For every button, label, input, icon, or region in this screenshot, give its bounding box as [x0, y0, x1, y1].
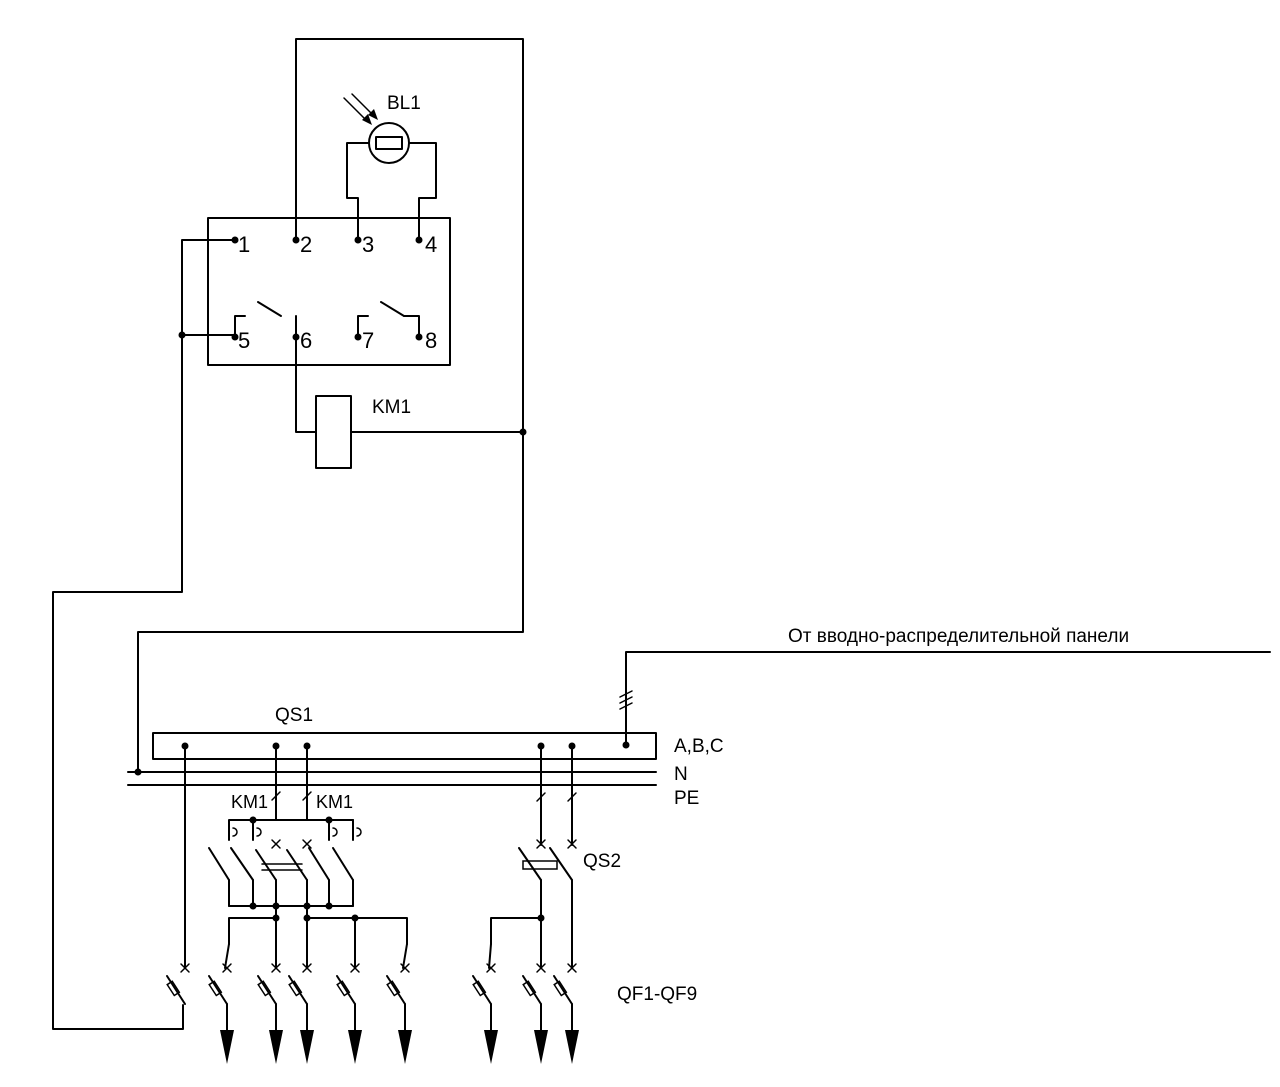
breaker-trip-element [386, 980, 401, 997]
breaker-terminal-mark [222, 963, 232, 973]
feeder-arrow [565, 1030, 579, 1064]
switch-secondary-label: QS2 [583, 851, 621, 872]
terminal-6-label: 6 [300, 328, 312, 353]
sensor-label: BL1 [387, 93, 421, 114]
terminal-2-label: 2 [300, 232, 312, 257]
breaker-trip-element [288, 980, 303, 997]
feeder-arrow [348, 1030, 362, 1064]
relay-contacts [231, 301, 423, 341]
terminal-7-label: 7 [362, 328, 374, 353]
terminal-5-label: 5 [238, 328, 250, 353]
breaker-terminal-mark [302, 963, 312, 973]
breaker-trip-element [522, 980, 537, 997]
terminal-dots-top [231, 236, 423, 244]
photo-relay-module [207, 217, 451, 366]
breaker-terminal-mark [486, 963, 496, 973]
feeder-arrow [300, 1030, 314, 1064]
breaker-trip-element [336, 980, 351, 997]
feeder-arrow [534, 1030, 548, 1064]
relay-coil-label: KM1 [372, 397, 411, 418]
breaker-blade [257, 975, 277, 1005]
breaker-blade [472, 975, 492, 1005]
source-note: От вводно-распределительной панели [788, 626, 1129, 647]
breaker-blade [522, 975, 542, 1005]
km1-contact-a-label: KM1 [231, 792, 268, 812]
breaker-trip-element [257, 980, 272, 997]
contactor-km1-contacts [208, 791, 362, 910]
breaker-trip-element [208, 980, 223, 997]
phase-taps [181, 742, 577, 969]
breaker-blade [288, 975, 308, 1005]
breaker-terminal-mark [271, 963, 281, 973]
feeder-arrow [398, 1030, 412, 1064]
bus-pe-label: PE [674, 788, 699, 809]
control-wiring [52, 38, 527, 1030]
feeder-arrow [269, 1030, 283, 1064]
relay-coil-km1 [315, 395, 352, 469]
terminal-8-label: 8 [425, 328, 437, 353]
breaker-blade [166, 975, 186, 1005]
breakers-qf1-qf9 [166, 963, 579, 1064]
breaker-terminal-mark [350, 963, 360, 973]
breaker-blade [336, 975, 356, 1005]
terminal-1-label: 1 [238, 232, 250, 257]
breaker-trip-element [166, 980, 181, 997]
breakers-label: QF1-QF9 [617, 984, 697, 1005]
phase-busbar [152, 732, 657, 760]
feeder-arrow [484, 1030, 498, 1064]
breaker-trip-element [472, 980, 487, 997]
bus-neutral-label: N [674, 764, 688, 785]
incoming-supply-line [619, 651, 1271, 749]
terminal-4-label: 4 [425, 232, 437, 257]
km1-distribution [224, 905, 408, 969]
feeder-arrow [220, 1030, 234, 1064]
breaker-terminal-mark [536, 963, 546, 973]
breaker-terminal-mark [180, 963, 190, 973]
switch-qs2 [488, 847, 573, 969]
breaker-trip-element [553, 980, 568, 997]
terminal-3-label: 3 [362, 232, 374, 257]
km1-contact-b-label: KM1 [316, 792, 353, 812]
breaker-terminal-mark [400, 963, 410, 973]
breaker-terminal-mark [567, 963, 577, 973]
switch-main-label: QS1 [275, 705, 313, 726]
breaker-blade [208, 975, 228, 1005]
photo-sensor-bl1 [343, 93, 437, 241]
breaker-blade [386, 975, 406, 1005]
bus-phases-label: A,B,C [674, 736, 724, 757]
breaker-blade [553, 975, 573, 1005]
